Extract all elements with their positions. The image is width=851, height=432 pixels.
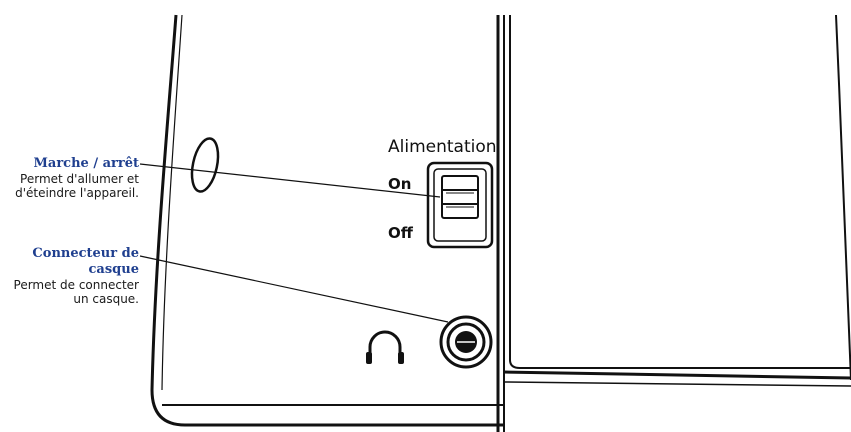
- switch-title-label: Alimentation: [388, 137, 497, 157]
- headphone-leader-line: [139, 255, 449, 323]
- right-band-bottom: [503, 381, 851, 387]
- headphone-callout-title-line1: Connecteur de: [32, 246, 139, 261]
- right-outer-edge: [835, 14, 851, 381]
- headphone-callout: Connecteur de casque Permet de connecter…: [0, 246, 139, 306]
- headphone-callout-title-line2: casque: [88, 262, 139, 277]
- headphones-icon: [366, 330, 404, 364]
- rocker-switch-icon: [426, 161, 494, 249]
- right-panel-edge: [509, 15, 851, 369]
- switch-off-label: Off: [388, 224, 413, 242]
- right-band-top: [503, 370, 851, 380]
- power-callout: Marche / arrêt Permet d'allumer et d'éte…: [0, 156, 139, 200]
- side-oval: [190, 137, 220, 193]
- device-inner-left-edge: [161, 14, 183, 391]
- power-callout-title: Marche / arrêt: [33, 156, 140, 171]
- headphone-callout-description: Permet de connecter un casque.: [13, 278, 139, 306]
- switch-on-label: On: [388, 175, 412, 193]
- device-left-edge: [150, 14, 505, 427]
- power-callout-description: Permet d'allumer et d'éteindre l'apparei…: [15, 172, 139, 200]
- power-leader-line: [139, 163, 441, 198]
- audio-jack-icon: [439, 315, 493, 369]
